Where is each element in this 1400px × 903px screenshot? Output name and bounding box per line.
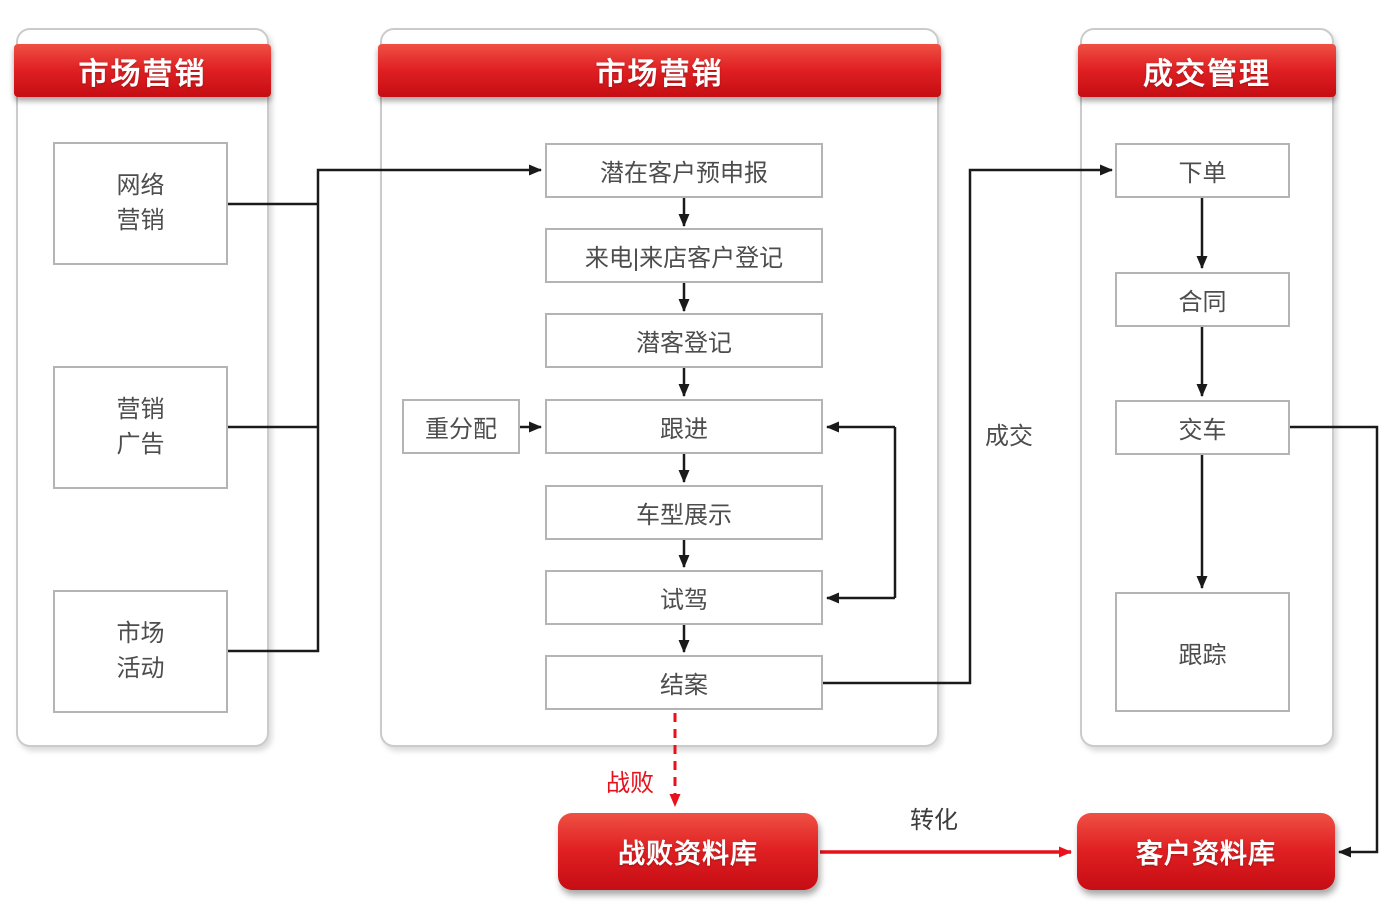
label-lost: 战败	[606, 770, 654, 797]
panel-marketing-funnel: 市场营销	[378, 28, 941, 747]
box-lost-database: 战败资料库	[558, 813, 818, 890]
panel-marketing-funnel-header: 市场营销	[378, 44, 941, 97]
box-contract: 合同	[1115, 272, 1290, 327]
box-car-delivery: 交车	[1115, 400, 1290, 455]
box-test-drive: 试驾	[545, 570, 823, 625]
box-tracking: 跟踪	[1115, 592, 1290, 712]
panel-deal-management-header: 成交管理	[1078, 44, 1336, 97]
box-network-marketing: 网络 营销	[53, 142, 228, 265]
box-case-close: 结案	[545, 655, 823, 710]
box-market-events: 市场 活动	[53, 590, 228, 713]
box-marketing-ads: 营销 广告	[53, 366, 228, 489]
box-prospect-register: 潜客登记	[545, 313, 823, 368]
box-customer-database: 客户资料库	[1077, 813, 1335, 890]
box-follow-up: 跟进	[545, 399, 823, 454]
box-model-showcase: 车型展示	[545, 485, 823, 540]
label-deal: 成交	[985, 423, 1033, 450]
box-reassign: 重分配	[402, 399, 520, 454]
box-place-order: 下单	[1115, 143, 1290, 198]
panel-marketing-sources-header: 市场营销	[14, 44, 271, 97]
box-call-visit-register: 来电|来店客户登记	[545, 228, 823, 283]
label-convert: 转化	[910, 807, 958, 834]
box-prospect-prereport: 潜在客户预申报	[545, 143, 823, 198]
